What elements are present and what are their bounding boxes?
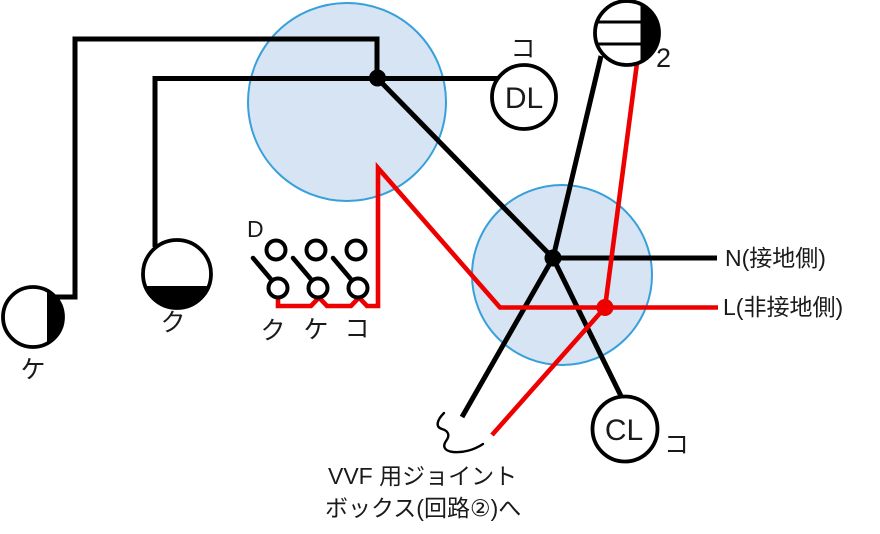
neutral-side-label: N(接地側) <box>725 245 826 271</box>
switch-3-bottom-terminal <box>346 276 370 300</box>
outlet-count-label: 2 <box>656 43 671 73</box>
note-line1: VVF 用ジョイント <box>328 463 517 489</box>
lamp-receptacle-ku <box>141 238 213 310</box>
ceiling-light-label: CL <box>605 414 643 447</box>
downlight-label: DL <box>505 82 543 115</box>
lamp-ke-tag: ケ <box>20 356 45 384</box>
wire-live-switch-bus <box>275 161 718 310</box>
lamp-ku-tag: ク <box>160 309 185 337</box>
ceiling-light-symbol <box>590 394 660 464</box>
outlet-symbol <box>593 0 661 67</box>
ceiling-light-tag: コ <box>664 431 689 459</box>
downlight-tag: コ <box>510 35 535 63</box>
wire-outlet-neutral <box>550 55 604 259</box>
switch-2-bottom-terminal <box>306 276 330 300</box>
switch-group-tag: D <box>247 216 264 242</box>
junction-dot-1 <box>369 69 386 87</box>
lamp-receptacle-ke <box>1 285 65 349</box>
junction-dot-2 <box>544 249 562 267</box>
downlight-symbol <box>490 63 558 131</box>
junction-box-1-area <box>247 2 447 202</box>
junction-dot-live <box>596 299 614 316</box>
wire-live-to-other-box <box>490 305 607 437</box>
wire-to-lamp-ke <box>52 36 380 300</box>
switch-group <box>250 238 370 300</box>
cable-break-squiggle-icon <box>436 411 485 454</box>
switch-1-top-terminal <box>264 238 288 262</box>
switch-2-tag: ケ <box>303 316 328 344</box>
wire-black-to-other-box <box>459 256 556 419</box>
wire-live-to-outlet <box>602 62 640 308</box>
switch-3-lever <box>330 255 355 283</box>
note-line2: ボックス(回路②)へ <box>325 495 521 521</box>
switch-3-top-terminal <box>344 238 368 262</box>
switch-3-tag: コ <box>344 315 369 343</box>
switch-1-tag: ク <box>260 317 285 345</box>
switch-1-bottom-terminal <box>266 276 290 300</box>
wire-junction1-to-junction2 <box>375 76 555 260</box>
switch-2-top-terminal <box>304 238 328 262</box>
live-side-label: L(非接地側) <box>723 294 843 320</box>
switch-2-lever <box>290 255 315 283</box>
switch-1-lever <box>250 255 275 283</box>
